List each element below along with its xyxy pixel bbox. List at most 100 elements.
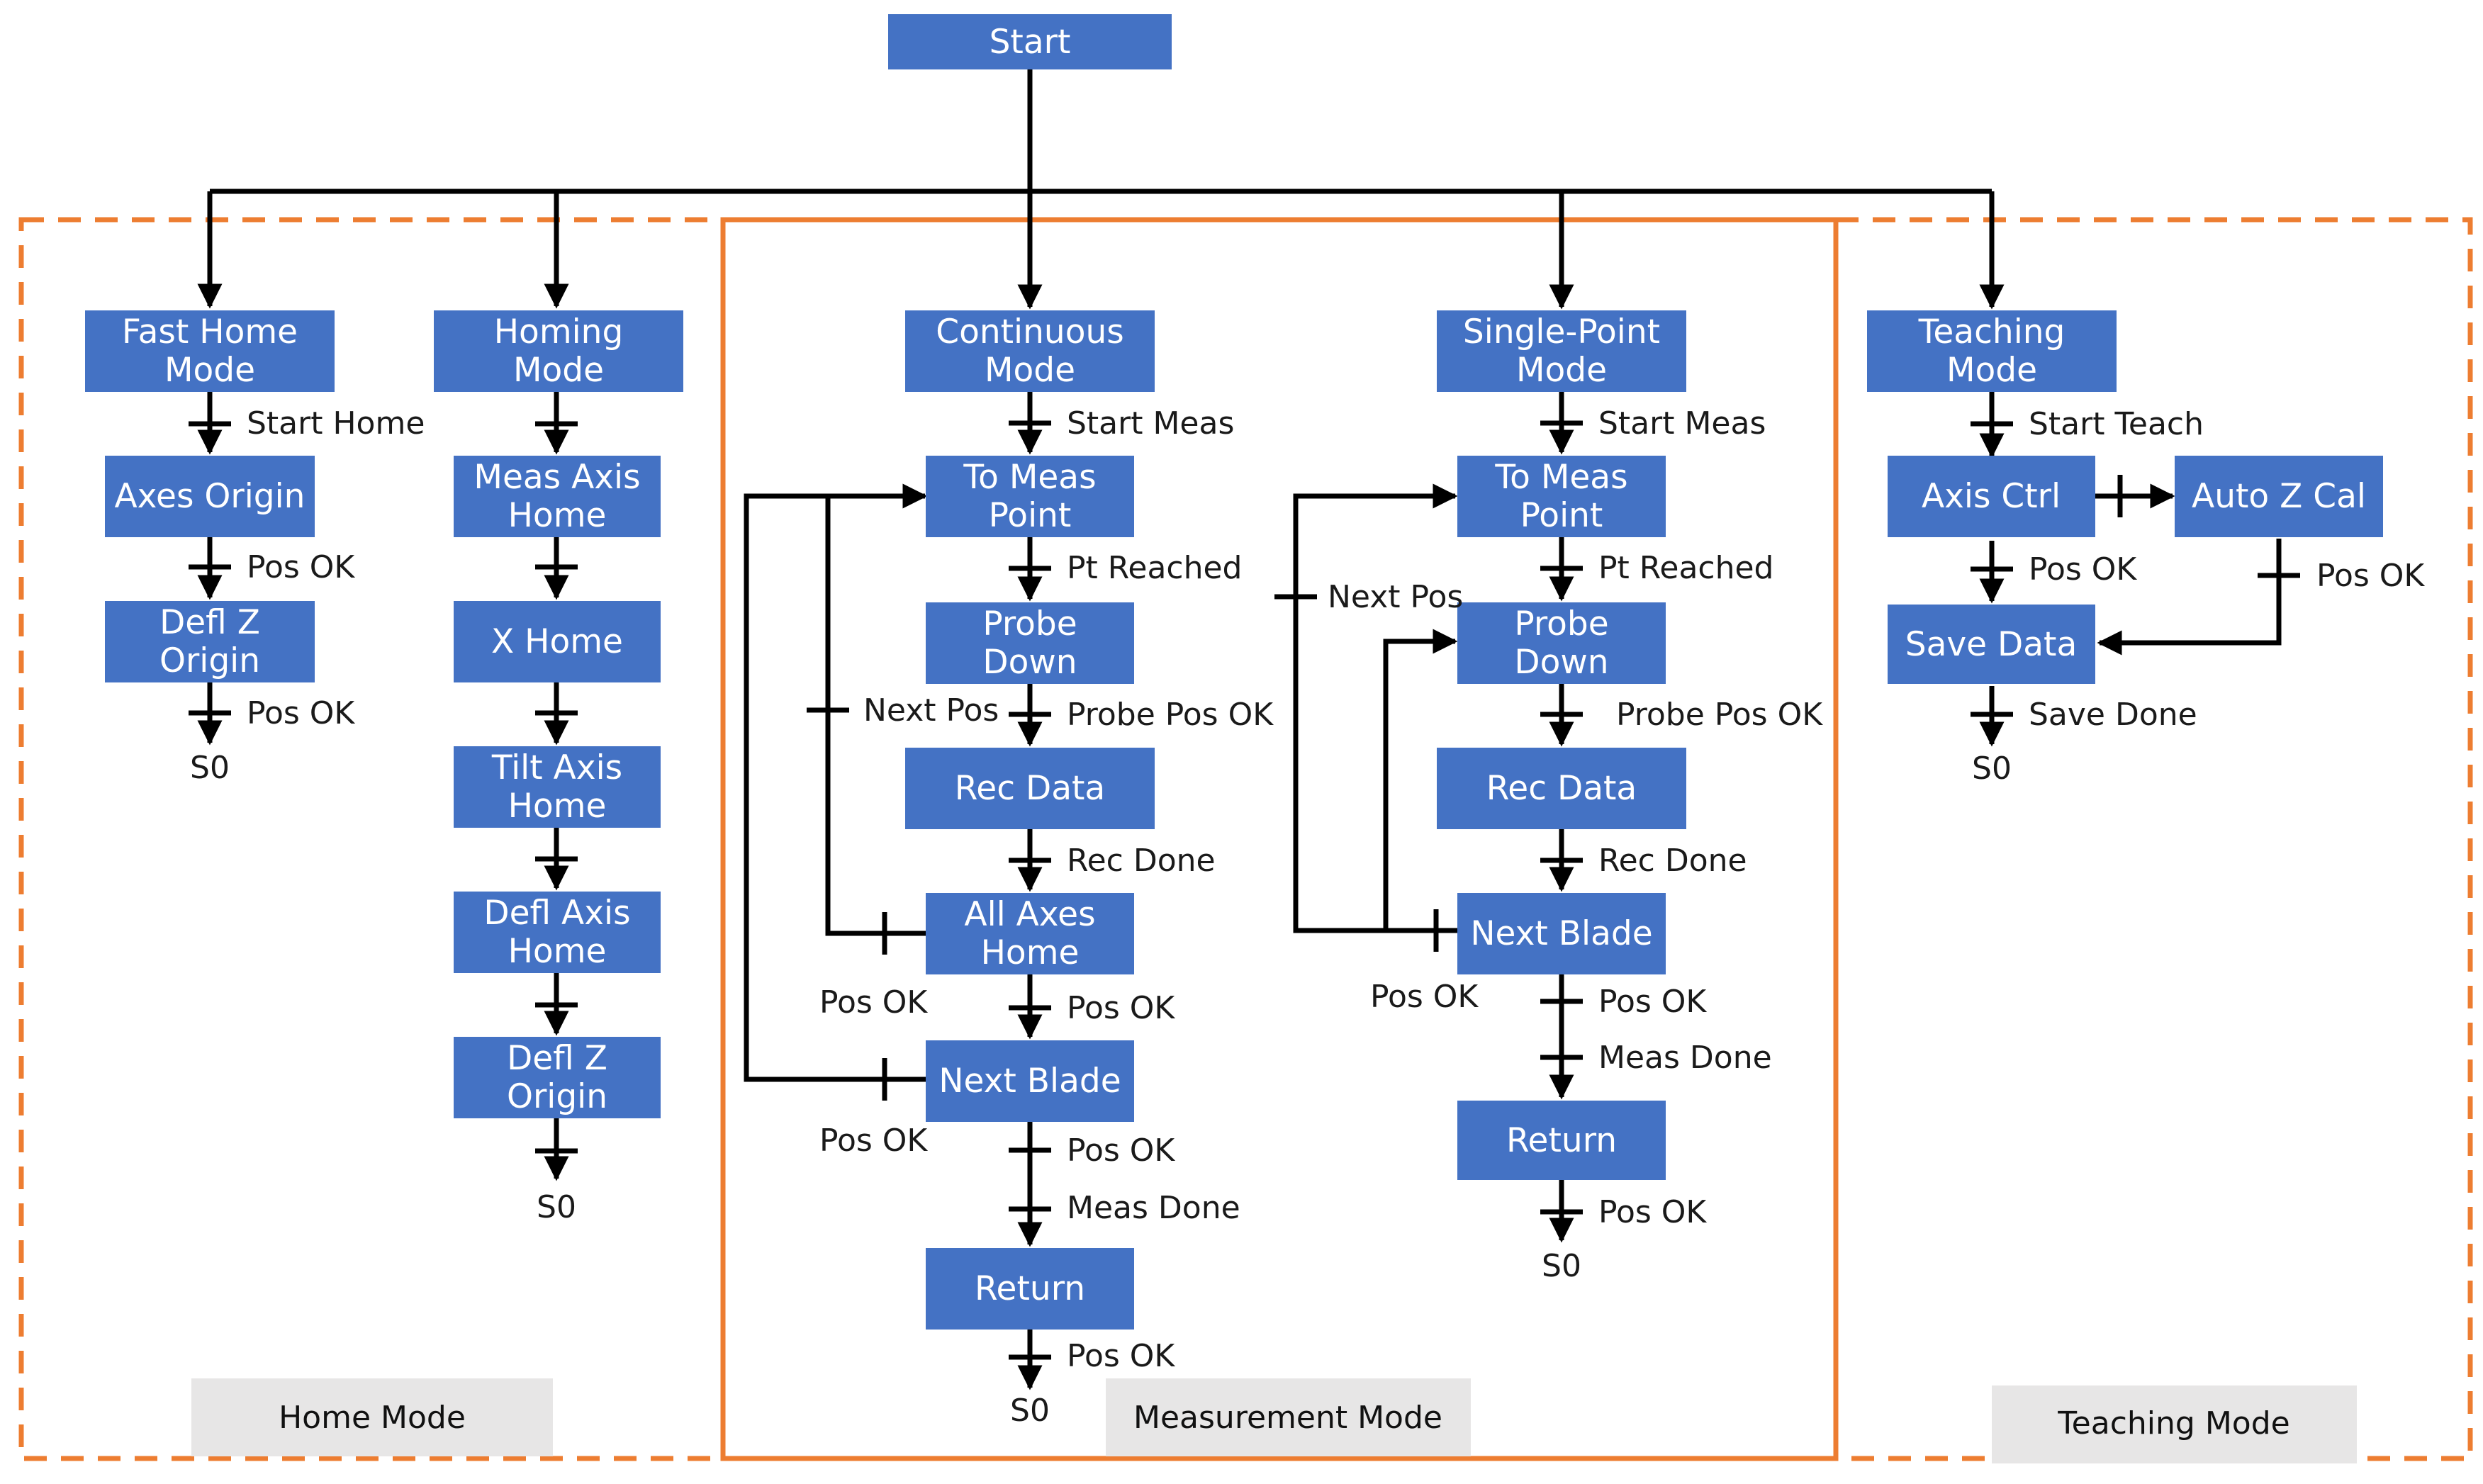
box-label: Home [981,933,1080,972]
box-label: Meas Axis [473,458,640,497]
defl-axis-home-box: Defl Axis Home [454,892,661,973]
all-axes-home-box: All Axes Home [926,893,1134,974]
box-label: Homing [494,313,624,352]
homing-defl-z-origin-box: Defl Z Origin [454,1037,661,1118]
start-state: Start [888,14,1172,69]
measurement-mode-frame [720,217,1839,1461]
save-data-box: Save Data [1888,605,2095,684]
axes-origin-box: Axes Origin [105,456,315,537]
sp-start-meas-label: Start Meas [1598,405,1766,442]
box-label: Down [1514,643,1608,682]
box-label: Probe [982,605,1077,643]
measurement-mode-label-bg [1106,1378,1471,1456]
box-label: Continuous [936,313,1123,352]
box-label: Next Blade [1470,914,1652,953]
teach-pos-ok-label-2: Pos OK [2316,558,2425,594]
teach-s0-label: S0 [1972,751,2012,787]
box-label: Defl Z [507,1039,607,1078]
cont-pos-ok-left-label-2: Pos OK [819,1123,928,1159]
sp-probe-pos-ok-label: Probe Pos OK [1616,697,1823,733]
transition-bars [189,420,2300,1360]
mode-labels: Home Mode Measurement Mode Teaching Mode [191,1378,2357,1463]
box-label: Start [990,23,1071,62]
sp-next-blade-box: Next Blade [1457,893,1666,974]
cont-pos-ok-label-3: Pos OK [1067,1338,1175,1374]
teaching-mode-label: Teaching Mode [2057,1405,2289,1441]
tilt-axis-home-box: Tilt Axis Home [454,746,661,828]
axis-ctrl-box: Axis Ctrl [1888,456,2095,537]
box-label: Defl Z [159,603,260,642]
cont-pt-reached-label: Pt Reached [1067,550,1242,586]
box-label: Probe [1514,605,1608,643]
box-label: Single-Point [1463,313,1660,352]
box-label: Origin [159,641,260,680]
sp-return-box: Return [1457,1101,1666,1180]
measurement-mode-label: Measurement Mode [1133,1400,1442,1436]
box-label: Home [508,932,607,971]
box-label: Axis Ctrl [1922,477,2061,516]
teaching-mode-label-bg [1992,1385,2357,1463]
box-label: Tilt Axis [491,748,622,787]
sp-next-pos-label: Next Pos [1328,579,1463,615]
cont-pos-ok-left-label-1: Pos OK [819,984,928,1021]
teach-pos-ok-label-1: Pos OK [2029,551,2137,588]
box-label: Down [982,643,1077,682]
start-home-label: Start Home [247,405,425,442]
meas-axis-home-box: Meas Axis Home [454,456,661,537]
sp-to-meas-point-box: To Meas Point [1457,456,1666,537]
box-label: Rec Data [1486,769,1637,808]
sp-pos-ok-label-2: Pos OK [1598,1194,1707,1230]
sp-pt-reached-label: Pt Reached [1598,550,1773,586]
sp-probe-down-box: Probe Down [1457,602,1666,684]
single-point-mode-box: Single-Point Mode [1437,310,1686,392]
homing-mode-box: Homing Mode [434,310,683,392]
fast-pos-ok-label-1: Pos OK [247,549,355,585]
box-label: Return [1506,1121,1617,1160]
box-label: Fast Home [122,313,298,352]
start-teach-label: Start Teach [2029,406,2204,442]
sp-s0-label: S0 [1542,1248,1581,1284]
cont-rec-done-label: Rec Done [1067,843,1216,879]
box-label: To Meas [963,458,1096,497]
cont-meas-done-label: Meas Done [1067,1190,1240,1226]
x-home-box: X Home [454,601,661,682]
cont-return-box: Return [926,1248,1134,1330]
cont-to-meas-point-box: To Meas Point [926,456,1134,537]
cont-next-blade-box: Next Blade [926,1040,1134,1122]
box-label: Mode [985,351,1075,390]
fast-defl-z-origin-box: Defl Z Origin [105,601,315,682]
teaching-mode-box: Teaching Mode [1867,310,2117,392]
sp-pos-ok-label-1: Pos OK [1598,984,1707,1020]
box-label: Rec Data [955,769,1105,808]
box-label: Axes Origin [115,477,306,516]
box-label: Mode [1516,351,1607,390]
continuous-mode-box: Continuous Mode [905,310,1155,392]
box-label: Point [1520,496,1603,535]
cont-start-meas-label: Start Meas [1067,405,1234,442]
auto-z-cal-box: Auto Z Cal [2175,456,2383,537]
box-label: Mode [164,351,255,390]
cont-pos-ok-label-2: Pos OK [1067,1132,1175,1169]
cont-next-pos-label: Next Pos [863,692,999,729]
fast-s0-label: S0 [190,750,230,786]
box-label: Return [975,1269,1085,1308]
home-mode-label: Home Mode [279,1400,466,1436]
box-label: X Home [491,622,623,661]
box-label: Next Blade [938,1062,1121,1101]
home-mode-frame [18,217,726,1461]
fast-pos-ok-label-2: Pos OK [247,695,355,731]
cont-pos-ok-label-1: Pos OK [1067,990,1175,1026]
box-label: Origin [507,1077,607,1116]
sp-rec-done-label: Rec Done [1598,843,1747,879]
box-label: Home [508,787,607,826]
cont-probe-pos-ok-label: Probe Pos OK [1067,697,1274,733]
home-mode-label-bg [191,1378,553,1456]
cont-probe-down-box: Probe Down [926,602,1134,684]
box-label: Defl Axis [483,894,630,933]
box-label: Mode [1946,351,2037,390]
box-label: Point [989,496,1072,535]
sp-rec-data-box: Rec Data [1437,748,1686,829]
fast-home-mode-box: Fast Home Mode [85,310,335,392]
box-label: Mode [513,351,604,390]
